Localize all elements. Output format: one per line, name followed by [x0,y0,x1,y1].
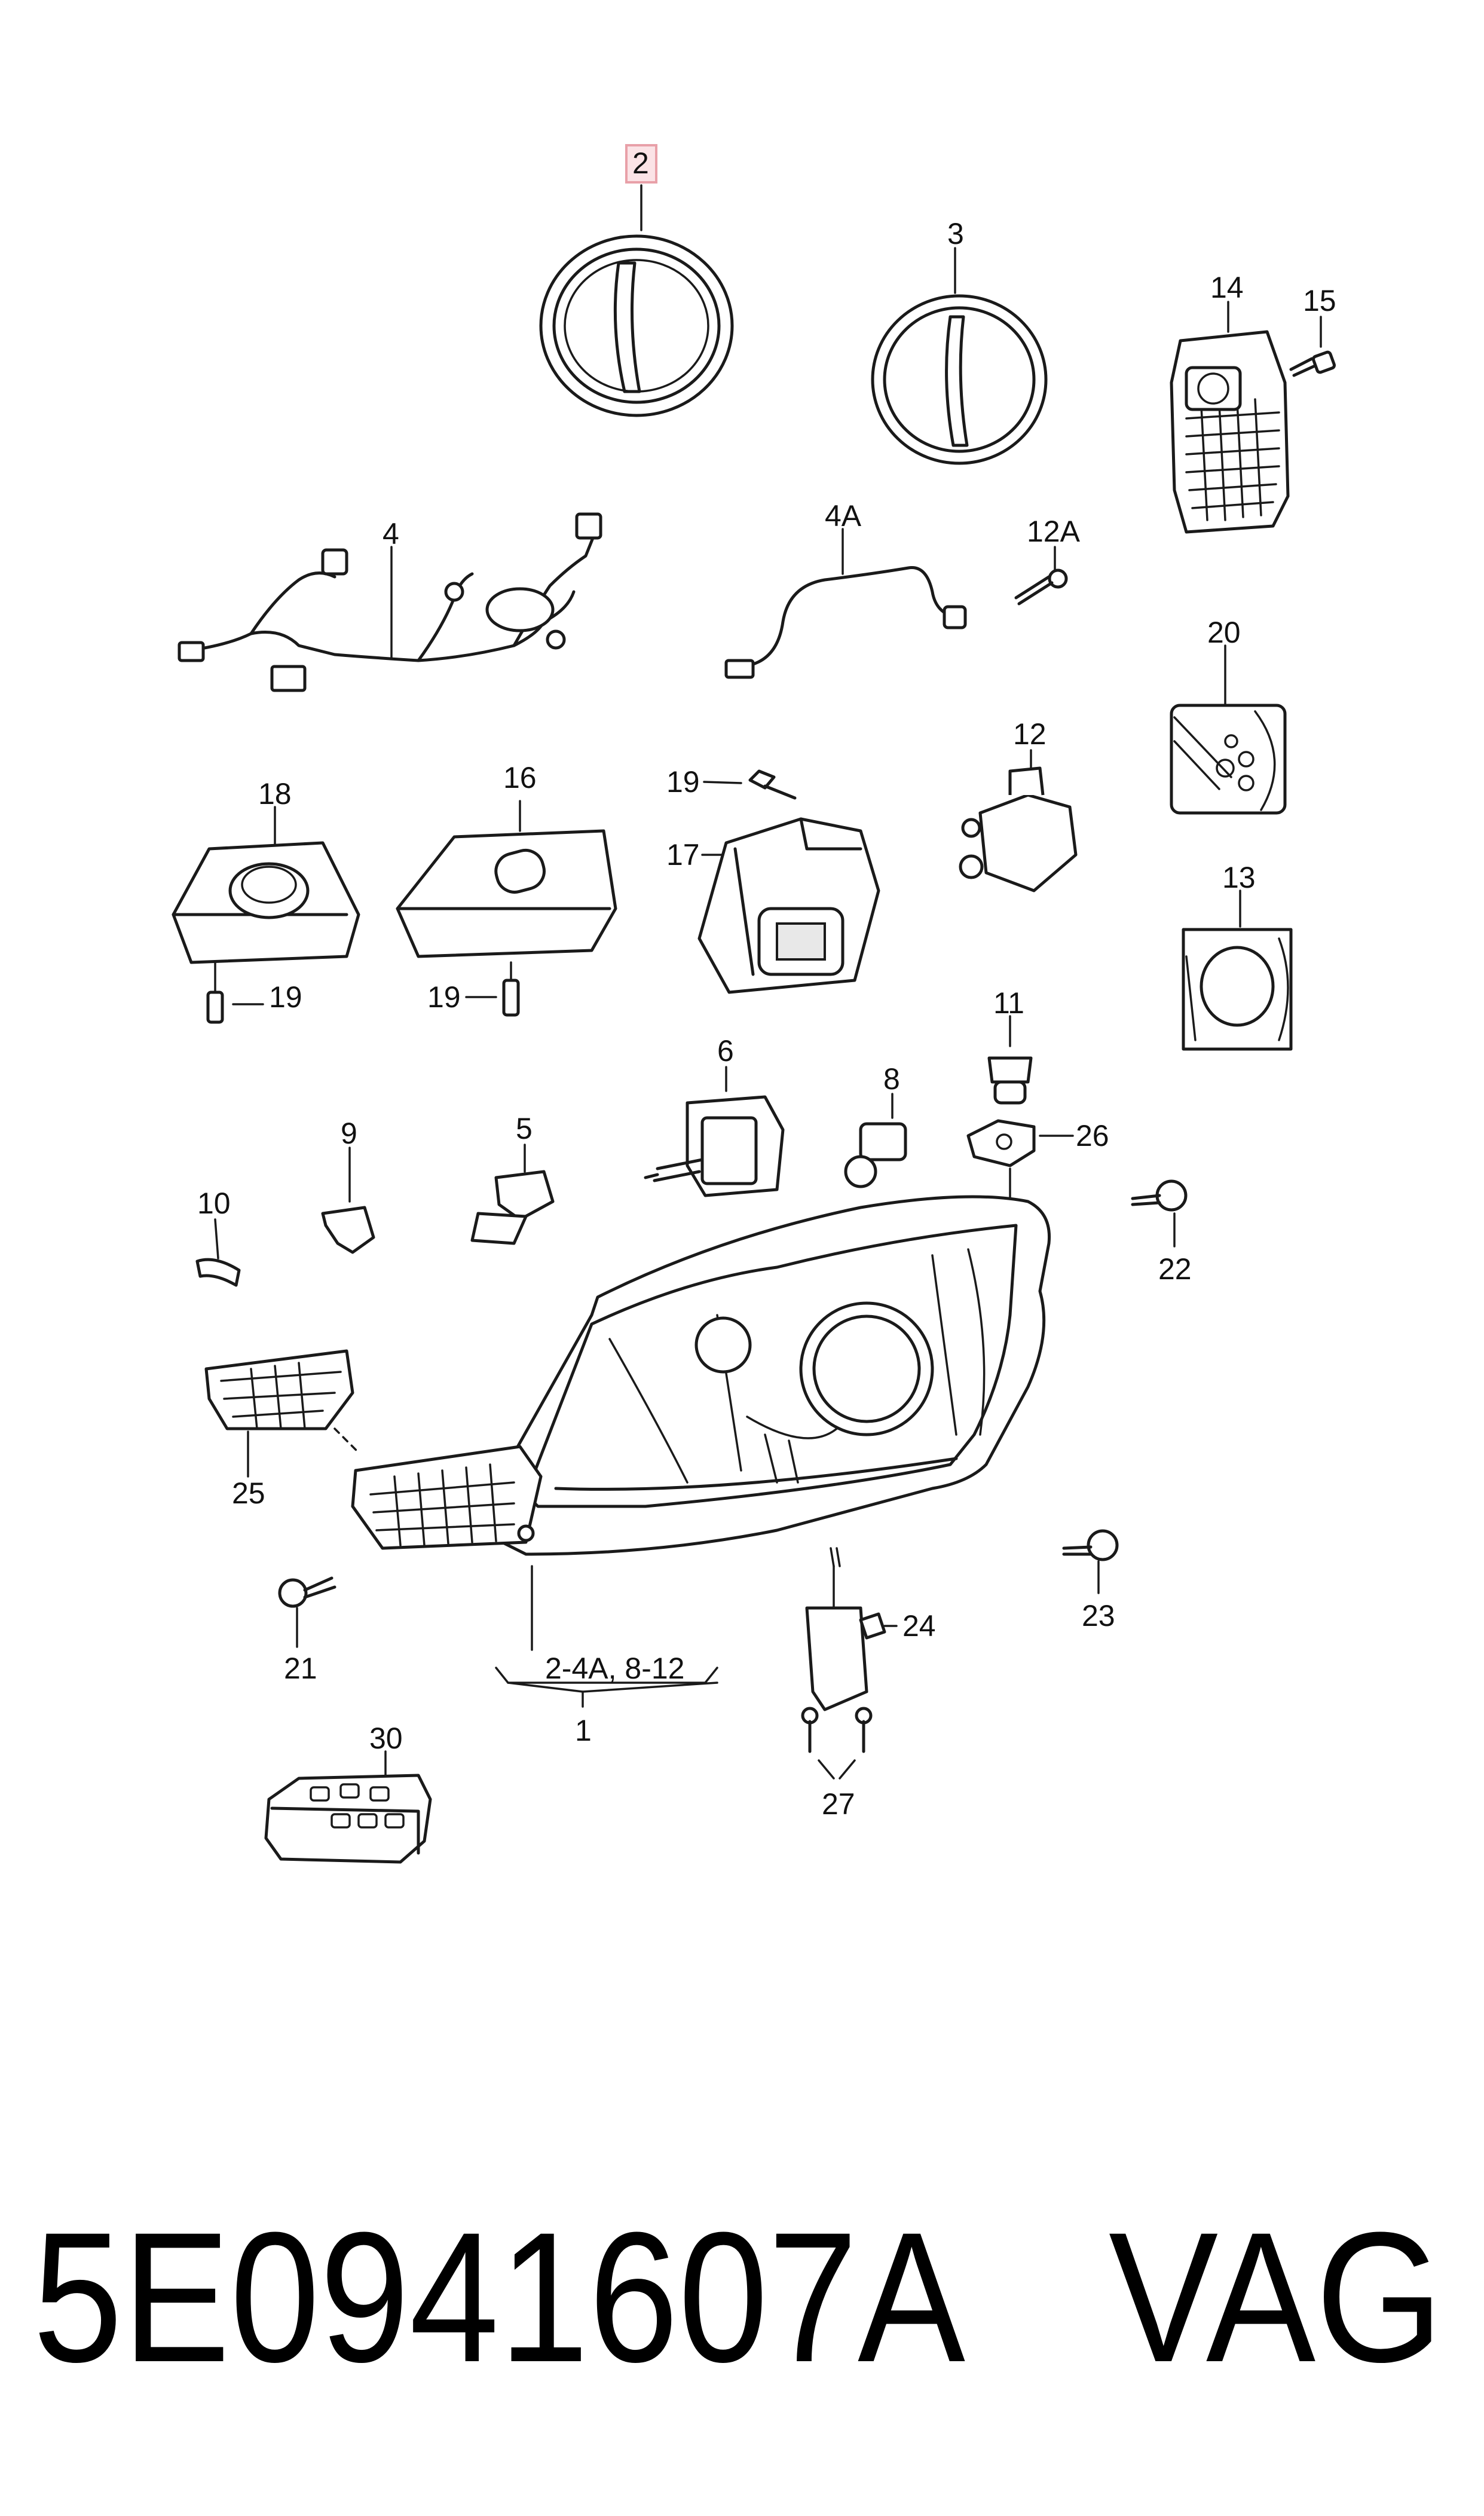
part-10-clip [195,1218,241,1287]
callout-14: 14 [1210,271,1244,304]
callout-3: 3 [947,217,964,250]
callout-18: 18 [258,777,292,811]
callout-30: 30 [369,1722,403,1755]
callout-16: 16 [503,761,537,794]
callout-20: 20 [1207,616,1241,649]
part-4a-cable [724,528,967,679]
part-21-screw [278,1576,336,1648]
callout-19-top: 19 [666,765,700,799]
part-8-bulb [844,1093,907,1188]
part-18-ballast [172,806,360,1024]
part-number: 5E0941607A [33,2193,966,2401]
callout-9: 9 [341,1117,357,1150]
part-12-connector [959,749,1078,892]
part-23-screw [1062,1529,1119,1594]
part-17-bracket [697,769,880,994]
part-15-screw [1289,316,1336,377]
part-30-kit [264,1750,432,1864]
callout-8: 8 [883,1062,900,1096]
callout-19-mid: 19 [427,980,461,1014]
callout-5: 5 [516,1112,533,1145]
part-13-detail [1182,889,1293,1051]
callout-12: 12 [1013,717,1047,751]
part-2-cap [539,144,734,417]
callout-4: 4 [383,517,399,551]
callout-12a: 12A [1027,515,1081,548]
callout-26: 26 [1076,1119,1109,1152]
callout-10: 10 [197,1187,231,1220]
part-27-screws [801,1707,873,1780]
part-12a-screw [1014,546,1068,606]
callout-27: 27 [822,1787,855,1821]
callout-13: 13 [1222,861,1256,894]
callout-4a: 4A [825,499,862,533]
part-1-headlamp [333,1195,1051,1567]
part-4-harness [178,512,602,692]
footer: 5E0941607A VAG [33,2193,1443,2401]
callout-range: 2-4A, 8-12 [545,1652,684,1685]
callout-21: 21 [284,1652,317,1685]
callout-15: 15 [1303,284,1336,317]
part-22-screw [1131,1179,1188,1248]
part-20-detail [1170,644,1287,815]
brand-name: VAG [1109,2193,1443,2401]
callout-11: 11 [993,986,1024,1020]
callout-23: 23 [1082,1599,1115,1633]
part-25-grille [204,1349,354,1478]
part-11-grommet [987,1015,1033,1105]
part-26-holder [966,1119,1074,1200]
part-16-control-unit [396,800,617,1017]
callout-labels: 2 3 14 15 4 4A 12A 20 12 18 16 19 17 13 … [197,146,1336,1821]
callout-22: 22 [1158,1252,1192,1286]
highlight-box [625,144,657,184]
callout-1: 1 [575,1714,592,1747]
part-6-bulb [644,1066,785,1197]
part-14-led-module [1170,301,1290,534]
part-5-bulb [470,1144,555,1245]
callout-19-left: 19 [269,980,302,1014]
callout-17: 17 [666,838,700,872]
part-9-holder [321,1147,375,1254]
range-bracket [495,1565,718,1708]
callout-24: 24 [902,1609,936,1643]
callout-25: 25 [232,1476,265,1510]
callout-2: 2 [632,146,649,180]
callout-6: 6 [717,1034,734,1068]
part-24-bracket [805,1565,898,1711]
part-3-cap [871,247,1048,465]
